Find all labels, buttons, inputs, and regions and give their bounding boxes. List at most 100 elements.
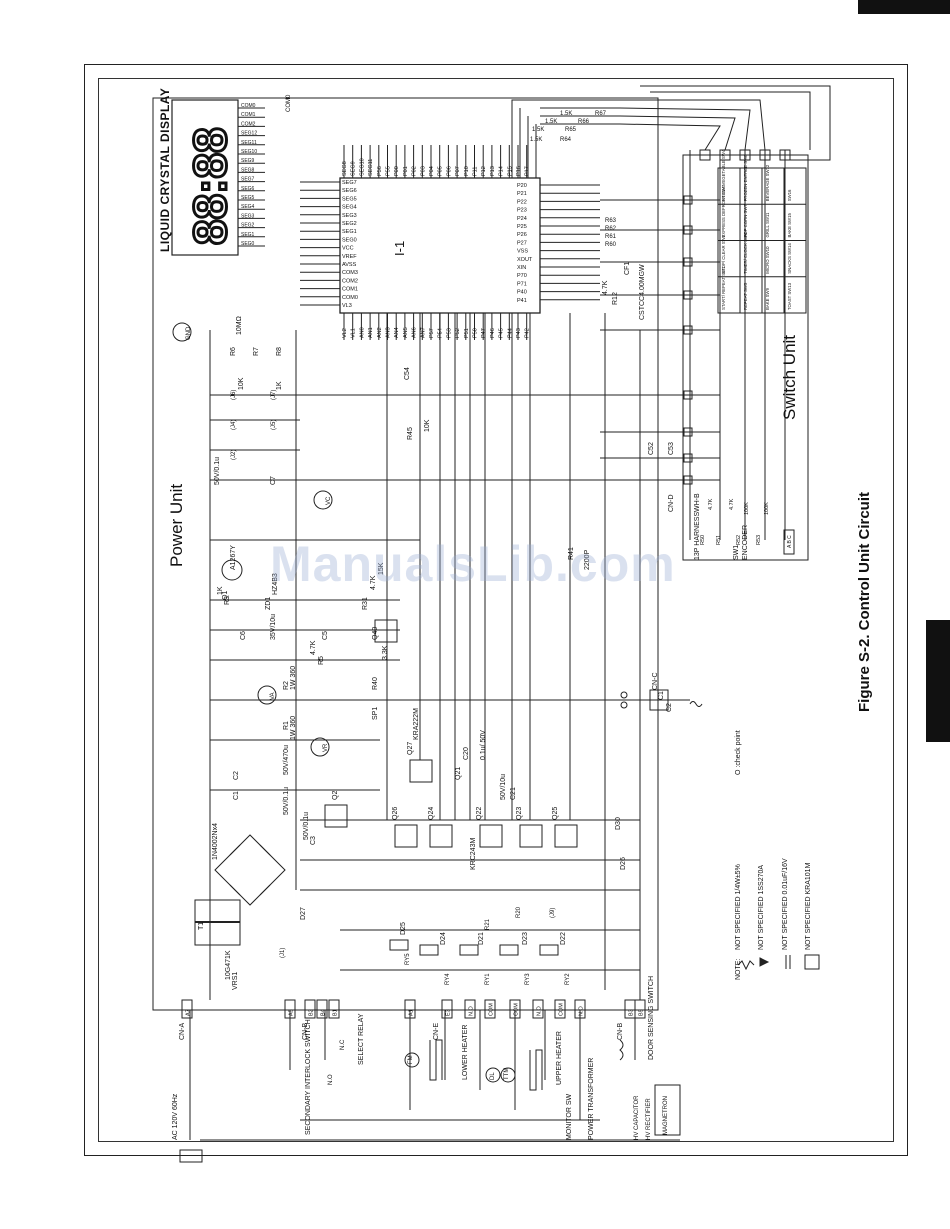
connector-pin-label: N.O xyxy=(469,1006,475,1017)
d21-label: D21 xyxy=(478,932,485,945)
q22-part: KRC243M xyxy=(470,837,477,870)
ic-top-pin-label: P15 xyxy=(507,166,513,176)
q25-label: Q25 xyxy=(552,806,559,820)
ry4-label: RY4 xyxy=(445,973,451,985)
upper-heater-label: UPPER HEATER xyxy=(556,1031,563,1085)
lcd-digits-text: 88:88 xyxy=(184,127,236,245)
ic-bottom-pin-label: P47 xyxy=(481,328,487,338)
gnd-label: GND xyxy=(186,326,192,340)
r40-label: R40 xyxy=(372,677,379,690)
c7-label: C7 xyxy=(270,476,277,485)
ic-label: I-1 xyxy=(392,240,407,256)
r20-label: R20 xyxy=(516,906,522,918)
switch-table-cell: GRILL SW11 xyxy=(765,212,770,237)
r-100k-label: 100K xyxy=(744,502,750,515)
c53-label: C53 xyxy=(668,442,675,455)
ic-left-pin-label: COM3 xyxy=(342,270,358,276)
ic-top-pin-label: P14 xyxy=(499,166,505,176)
hv-rectifier-label: HV RECTIFIER xyxy=(646,1098,652,1140)
j1-label: (J1) xyxy=(280,947,286,958)
ic-bottom-pin-label: AN1 xyxy=(368,327,374,338)
lcd-title: LIQUID CRYSTAL DISPLAY xyxy=(158,87,172,252)
ic-top-pin-label: SEG8 xyxy=(342,161,348,176)
note-item-3: NOT SPECIFIED 0.01uF/16V xyxy=(782,858,789,950)
j7-label: (J7) xyxy=(271,389,277,400)
fm-label: FM xyxy=(408,1055,414,1064)
c7-value: 50V/0.1u xyxy=(214,456,221,485)
ic-left-pin-label: SEG0 xyxy=(342,237,357,243)
r64-label: R64 xyxy=(560,137,572,143)
r67-value: 1.5K xyxy=(560,111,572,117)
lcd-seg-label: SEG10 xyxy=(241,149,257,155)
matrix-connector-pin xyxy=(683,195,693,205)
dl-label: DL xyxy=(490,1072,496,1080)
ic-top-pin-label: P10 xyxy=(464,166,470,176)
ic-left-pin-label: COM1 xyxy=(342,287,358,293)
j9-label: (J9) xyxy=(550,907,556,918)
switch-table-cell: STOP/ CLEAR SW2 xyxy=(721,234,726,273)
r51-label: R51 xyxy=(716,535,722,545)
connector-pin-label: COM xyxy=(489,1003,495,1016)
c54-label: C54 xyxy=(404,367,411,380)
r2-label: R2 xyxy=(283,681,290,690)
r12-value: 4.7K xyxy=(602,280,609,295)
select-relay-label: SELECT RELAY xyxy=(358,1013,365,1066)
power-unit-label: Power Unit xyxy=(167,483,186,567)
q27-label: Q27 xyxy=(407,741,414,755)
vr-label: VR xyxy=(323,743,329,752)
ic-right-pin-label: P24 xyxy=(517,216,527,222)
matrix-top-pin xyxy=(739,149,751,161)
matrix-top-pin xyxy=(779,149,791,161)
ic-bottom-pin-label: AN0 xyxy=(359,327,365,338)
r45-label: R45 xyxy=(407,427,414,440)
connector-pin-label: A1 xyxy=(409,1009,415,1016)
ic-bottom-pin-label: AN6 xyxy=(412,327,418,338)
switch-table-cell: SNACKS SW14 xyxy=(787,243,792,274)
switch-table-cell: EXPRESS DEFROST SW3 xyxy=(721,184,726,237)
q22-label: Q22 xyxy=(476,806,483,820)
ic-top-pin-label: P06 xyxy=(446,166,452,176)
ic-top-pin-label: P11 xyxy=(473,167,479,176)
lcd-seg-label: SEG0 xyxy=(241,241,255,247)
ic-left-pin-label: COM0 xyxy=(342,295,358,301)
ic-bottom-pin-label: P43 xyxy=(516,328,522,338)
ic-top-pin-label: SEG10 xyxy=(359,158,365,176)
r-4-7k-label: 4.7K xyxy=(708,498,714,510)
r40-value: 3.3K xyxy=(382,645,389,660)
connector-pin-box xyxy=(316,999,328,1019)
ic-right-pin-label: P70 xyxy=(517,273,527,279)
lcd-seg-label: SEG3 xyxy=(241,213,255,219)
ic-left-pin-label: SEG6 xyxy=(342,188,357,194)
d22-label: D22 xyxy=(560,932,567,945)
ic-bottom-pin-label: AN3 xyxy=(386,327,392,338)
ic-bottom-pin-label: P44 xyxy=(507,328,513,338)
va-label: VA xyxy=(270,692,276,700)
wh-b-label: WH-B xyxy=(694,493,701,512)
ic-left-pin-label: VL3 xyxy=(342,303,352,309)
lcd-seg-label: SEG9 xyxy=(241,158,255,164)
ic-right-pin-label: P25 xyxy=(517,224,527,230)
cn-a-label: CN-A xyxy=(179,1022,186,1040)
connector-pin-label: COM xyxy=(559,1003,565,1016)
d25-label: D25 xyxy=(400,922,407,935)
encoder-pins xyxy=(783,529,795,555)
ic-right-pins: P20P21P22P23P24P25P26P27VSSXOUTXINP70P71… xyxy=(517,183,600,304)
r7-label: R7 xyxy=(253,347,260,356)
top-signal-wires xyxy=(511,85,831,178)
lcd-seg-line: COM0 xyxy=(286,94,292,112)
r8-label: R8 xyxy=(276,347,283,356)
lower-heater-label: LOWER HEATER xyxy=(462,1024,469,1081)
c3-label: C3 xyxy=(310,836,317,845)
external-wiring xyxy=(179,1010,681,1163)
ic-bottom-pin-label: P42 xyxy=(525,328,531,338)
lcd-seg-label: SEG8 xyxy=(241,167,255,173)
sw1-label: SW1 xyxy=(733,544,740,560)
ic-right-pin-label: XOUT xyxy=(517,257,533,263)
r-100k-label-2: 100K xyxy=(764,502,770,515)
ic-bottom-pin-label: P57 xyxy=(429,328,435,338)
matrix-connector-pin xyxy=(683,453,693,463)
cf1-label: CF1 xyxy=(624,261,631,275)
ic-bottom-pin-label: AN7 xyxy=(420,327,426,338)
switch-table-cell: SW16 xyxy=(787,189,792,201)
switch-table-cell: FROZEN ENTREE SW8 xyxy=(743,154,748,201)
